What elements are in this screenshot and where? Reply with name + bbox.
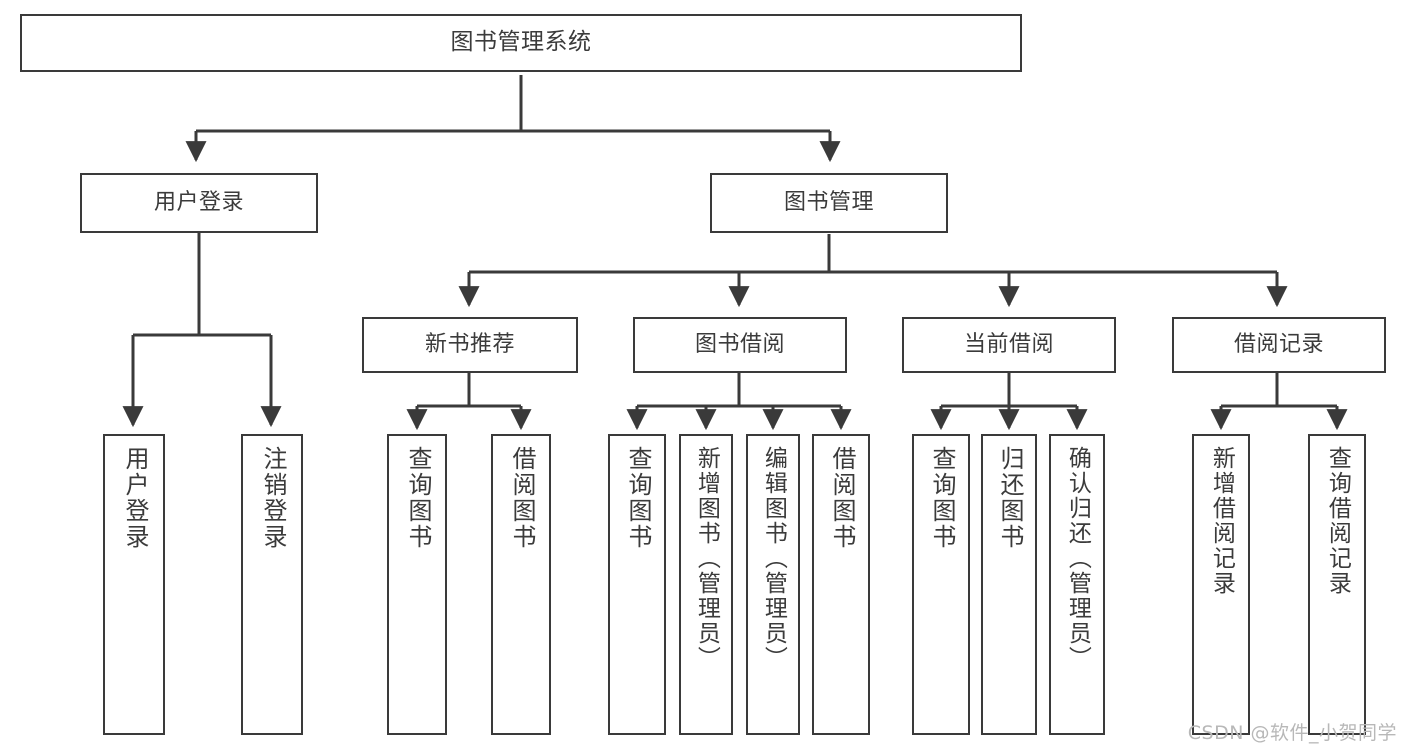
leaf-borrow-books-recommend[interactable]: 借阅图书 xyxy=(491,434,551,735)
node-book-management[interactable]: 图书管理 xyxy=(710,173,948,233)
leaf-query-books-borrow[interactable]: 查询图书 xyxy=(608,434,666,735)
leaf-query-books-recommend[interactable]: 查询图书 xyxy=(387,434,447,735)
node-label: 借阅图书 xyxy=(827,446,856,550)
leaf-confirm-return-admin[interactable]: 确认归还（管理员） xyxy=(1049,434,1105,735)
node-borrowing-records[interactable]: 借阅记录 xyxy=(1172,317,1386,373)
leaf-user-login[interactable]: 用户登录 xyxy=(103,434,165,735)
node-label: 新书推荐 xyxy=(424,331,515,357)
node-label: 图书管理系统 xyxy=(450,29,592,56)
node-label: 查询图书 xyxy=(927,446,956,550)
leaf-query-books-current[interactable]: 查询图书 xyxy=(912,434,970,735)
node-label: 用户登录 xyxy=(120,446,149,550)
node-label: 编辑图书（管理员） xyxy=(760,446,787,671)
leaf-add-borrow-record[interactable]: 新增借阅记录 xyxy=(1192,434,1250,735)
node-label: 用户登录 xyxy=(153,189,244,215)
node-label: 图书管理 xyxy=(783,189,874,215)
node-label: 新增图书（管理员） xyxy=(693,446,720,671)
node-user-login[interactable]: 用户登录 xyxy=(80,173,318,233)
node-label: 借阅记录 xyxy=(1233,331,1324,357)
node-label: 查询借阅记录 xyxy=(1324,446,1351,596)
node-label: 归还图书 xyxy=(995,446,1024,550)
node-label: 查询图书 xyxy=(623,446,652,550)
watermark: CSDN @软件_小贺同学 xyxy=(1187,722,1397,744)
node-new-book-recommendation[interactable]: 新书推荐 xyxy=(362,317,578,373)
leaf-add-book-admin[interactable]: 新增图书（管理员） xyxy=(679,434,733,735)
node-label: 新增借阅记录 xyxy=(1208,446,1235,596)
node-label: 当前借阅 xyxy=(963,331,1054,357)
node-label: 确认归还（管理员） xyxy=(1064,446,1091,671)
leaf-edit-book-admin[interactable]: 编辑图书（管理员） xyxy=(746,434,800,735)
leaf-logout[interactable]: 注销登录 xyxy=(241,434,303,735)
leaf-borrow-books[interactable]: 借阅图书 xyxy=(812,434,870,735)
node-label: 图书借阅 xyxy=(694,331,785,357)
node-label: 借阅图书 xyxy=(507,446,536,550)
node-label: 注销登录 xyxy=(258,446,287,550)
leaf-query-borrow-record[interactable]: 查询借阅记录 xyxy=(1308,434,1366,735)
node-book-borrowing[interactable]: 图书借阅 xyxy=(633,317,847,373)
node-root-book-management-system[interactable]: 图书管理系统 xyxy=(20,14,1022,72)
leaf-return-books[interactable]: 归还图书 xyxy=(981,434,1037,735)
node-current-borrowing[interactable]: 当前借阅 xyxy=(902,317,1116,373)
node-label: 查询图书 xyxy=(403,446,432,550)
